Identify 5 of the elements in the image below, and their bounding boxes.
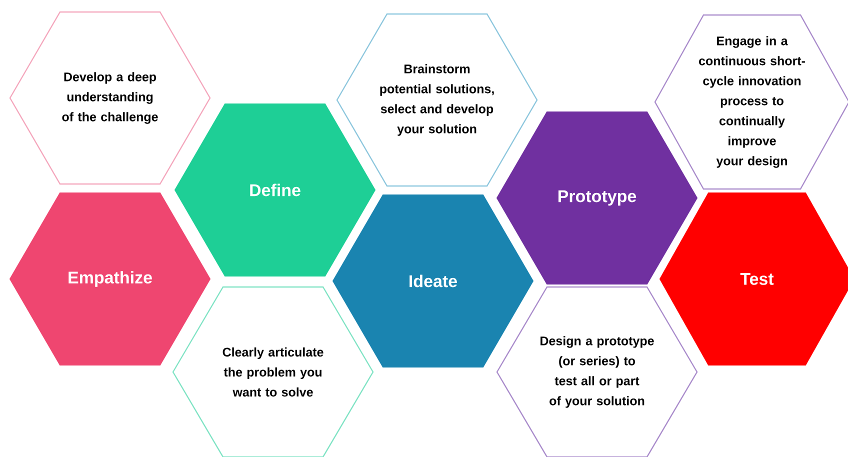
description-hexagon: Clearly articulate the problem you want to solve <box>172 286 374 457</box>
description-hexagon: Brainstorm potential solutions, select and develop your solution <box>336 13 538 187</box>
description-hexagon: Engage in a continuous short-cycle innovation process to continually improve your design <box>654 14 848 190</box>
description-hexagon: Develop a deep understanding of the challenge <box>9 11 211 185</box>
description-hexagon: Design a prototype (or series) to test all or part of your solution <box>496 286 698 457</box>
